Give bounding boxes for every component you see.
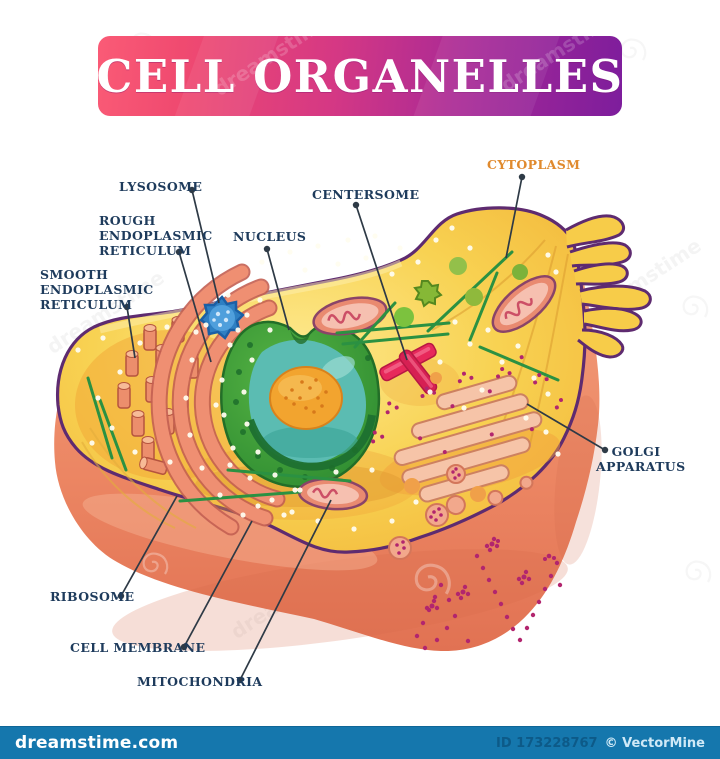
leader-lines bbox=[117, 173, 609, 684]
label-golgi-apparatus: GOLGI APPARATUS bbox=[596, 444, 686, 474]
label-cell-membrane: CELL MEMBRANE bbox=[70, 640, 206, 655]
image-id: ID 173228767 bbox=[496, 735, 598, 751]
secretion-dots bbox=[414, 536, 563, 651]
ribosome-dots bbox=[75, 225, 561, 532]
label-centersome: CENTERSOME bbox=[312, 187, 420, 202]
secretory-vesicles bbox=[388, 372, 486, 560]
page-title: CELL ORGANELLES bbox=[98, 49, 622, 103]
golgi-vesicle-dots bbox=[371, 355, 563, 455]
title-banner: CELL ORGANELLES bbox=[98, 36, 622, 116]
label-nucleus: NUCLEUS bbox=[233, 229, 307, 244]
microtubules bbox=[86, 250, 560, 503]
nuclear-pores bbox=[233, 342, 371, 480]
vesicles-green bbox=[394, 257, 528, 327]
label-mitochondria: MITOCHONDRIA bbox=[137, 674, 263, 689]
nucleolus bbox=[269, 366, 343, 430]
watermark-footer-bar: dreamstime.com ID 173228767 © VectorMine bbox=[0, 726, 720, 759]
centrioles bbox=[379, 342, 438, 395]
author-credit: © VectorMine bbox=[604, 735, 705, 751]
lysosome bbox=[199, 295, 245, 340]
label-lysosome: LYSOSOME bbox=[119, 179, 203, 194]
dreamstime-logo: dreamstime.com bbox=[15, 733, 179, 753]
label-rough-endoplasmic-reticulum: ROUGH ENDOPLASMIC RETICULUM bbox=[99, 213, 213, 258]
watermark-spiral bbox=[142, 552, 451, 595]
label-cytoplasm: CYTOPLASM bbox=[487, 157, 581, 172]
microvilli bbox=[565, 214, 652, 359]
mitochondria-organelles bbox=[297, 275, 557, 511]
label-ribosome: RIBOSOME bbox=[50, 589, 135, 604]
smooth-er bbox=[117, 316, 199, 475]
label-smooth-endoplasmic-reticulum: SMOOTH ENDOPLASMIC RETICULUM bbox=[40, 267, 154, 312]
golgi-apparatus bbox=[371, 355, 563, 516]
